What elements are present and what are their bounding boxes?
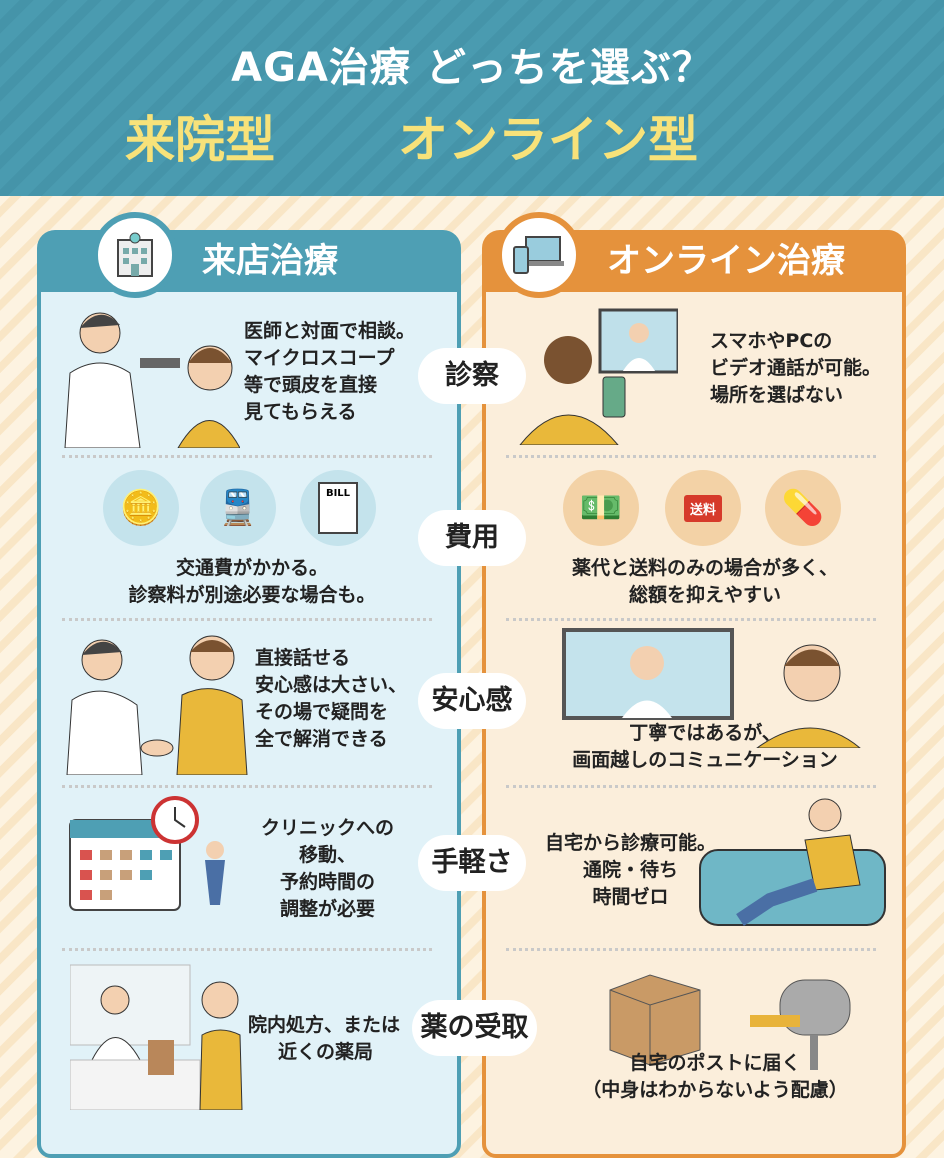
divider bbox=[62, 455, 432, 458]
sofa-illustration bbox=[699, 798, 886, 926]
calendar-clock-illustration bbox=[69, 796, 225, 911]
category-reassurance: 安心感 bbox=[418, 673, 526, 729]
category-cost: 費用 bbox=[418, 510, 526, 566]
video-call-illustration bbox=[519, 308, 678, 445]
divider bbox=[506, 455, 876, 458]
convenience-right-text: 自宅から診療可能。通院・待ち時間ゼロ bbox=[544, 832, 716, 908]
option-right-title: オンライン型 bbox=[398, 111, 698, 169]
hospital-icon bbox=[92, 212, 178, 298]
divider bbox=[62, 785, 432, 788]
option-left-title: 来院型 bbox=[125, 111, 275, 169]
pickup-right-text: 自宅のポストに届く（中身はわからないよう配慮） bbox=[582, 1052, 848, 1101]
cost-right-text: 薬代と送料のみの場合が多く、総額を抑えやすい bbox=[571, 557, 838, 606]
parcel-mailbox-illustration bbox=[609, 974, 851, 1070]
medicine-bottle-icon: 💊 bbox=[765, 470, 841, 546]
money-icon: 💵 bbox=[563, 470, 639, 546]
shipping-truck-icon: 送料 bbox=[665, 470, 741, 546]
category-exam: 診察 bbox=[418, 348, 526, 404]
cost-left-text: 交通費がかかる。診察料が別途必要な場合も。 bbox=[128, 557, 376, 606]
reassurance-right-text: 丁寧ではあるが、画面越しのコミュニケーション bbox=[572, 722, 838, 771]
devices-icon bbox=[496, 212, 582, 298]
page-title: AGA治療 どっちを選ぶ？ bbox=[231, 45, 713, 91]
pickup-left-text: 院内処方、または近くの薬局 bbox=[248, 1014, 401, 1063]
divider bbox=[506, 785, 876, 788]
divider bbox=[506, 948, 876, 951]
exam-right-text: スマホやPCのビデオ通話が可能。場所を選ばない bbox=[710, 330, 882, 406]
exam-left-text: 医師と対面で相談。マイクロスコープ等で頭皮を直接見てもらえる bbox=[244, 320, 416, 423]
pharmacy-illustration bbox=[70, 964, 243, 1110]
category-convenience: 手軽さ bbox=[418, 835, 526, 891]
handshake-illustration bbox=[66, 635, 248, 775]
bill-icon: BILL bbox=[300, 470, 376, 546]
convenience-left-text: クリニックへの移動、予約時間の調整が必要 bbox=[260, 817, 394, 920]
reassurance-left-text: 直接話せる安心感は大さい、その場で疑問を全で解消できる bbox=[255, 647, 408, 750]
coins-icon: 🪙 bbox=[103, 470, 179, 546]
category-medicine-pickup: 薬の受取 bbox=[412, 1000, 537, 1056]
online-consult-illustration bbox=[562, 628, 861, 748]
divider bbox=[62, 618, 432, 621]
divider bbox=[62, 948, 432, 951]
train-icon: 🚆 bbox=[200, 470, 276, 546]
header-banner: AGA治療 どっちを選ぶ？ 来院型 オンライン型 bbox=[0, 0, 944, 196]
divider bbox=[506, 618, 876, 621]
doctor-exam-illustration bbox=[64, 312, 240, 448]
